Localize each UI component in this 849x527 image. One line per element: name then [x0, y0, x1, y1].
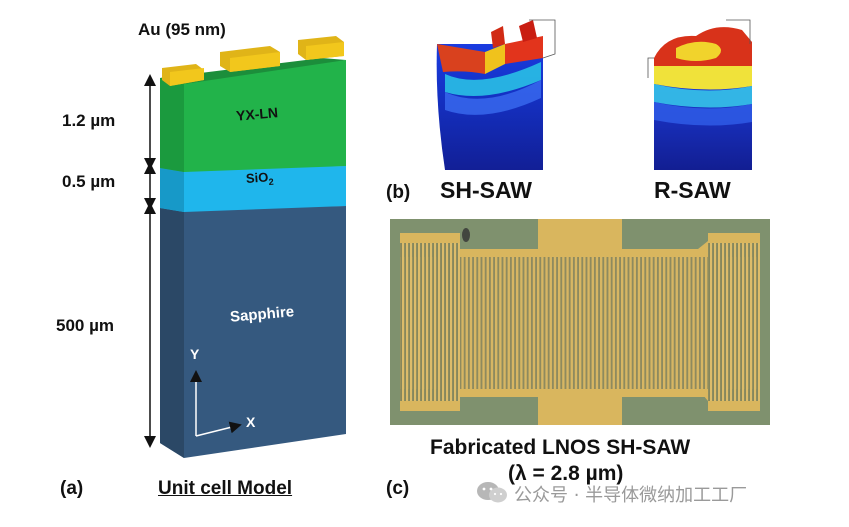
r-saw-label: R-SAW [654, 177, 731, 203]
sio2-side [160, 168, 184, 212]
sio2-subscript: 2 [268, 176, 275, 187]
au-thickness-label: Au (95 nm) [138, 20, 226, 39]
device-caption-line2: (λ = 2.8 µm) [508, 462, 624, 485]
device-micrograph [390, 219, 770, 425]
r-saw-mode-shape [646, 14, 756, 170]
gold-electrodes [162, 36, 344, 86]
ln-thickness-label: 1.2 µm [62, 111, 116, 130]
ln-side [160, 78, 184, 172]
y-axis-label: Y [190, 346, 200, 362]
ln-layer [160, 60, 346, 172]
sio2-base-text: SiO [245, 169, 269, 186]
panel-a-letter: (a) [60, 478, 84, 499]
sapphire-layer [160, 206, 346, 458]
unit-cell-figure [144, 36, 346, 458]
x-axis-arrow [195, 421, 242, 437]
sapphire-side [160, 208, 184, 458]
watermark-text: 公众号 · 半导体微纳加工工厂 [514, 485, 748, 506]
sh-saw-mode-shape [425, 14, 565, 170]
sio2-thickness-label: 0.5 µm [62, 172, 116, 191]
panel-a-caption: Unit cell Model [158, 478, 293, 499]
sio2-layer-label: SiO2 [245, 169, 274, 188]
device-caption-line1: Fabricated LNOS SH-SAW [430, 436, 691, 459]
sh-saw-label: SH-SAW [440, 177, 532, 203]
sapphire-thickness-label: 500 µm [56, 316, 114, 335]
sio2-layer [160, 166, 346, 212]
wechat-icon [477, 482, 507, 503]
x-axis-label: X [246, 414, 256, 430]
panel-b-letter: (b) [386, 182, 411, 203]
ln-top-face [160, 58, 346, 84]
panel-c-letter: (c) [386, 478, 410, 499]
